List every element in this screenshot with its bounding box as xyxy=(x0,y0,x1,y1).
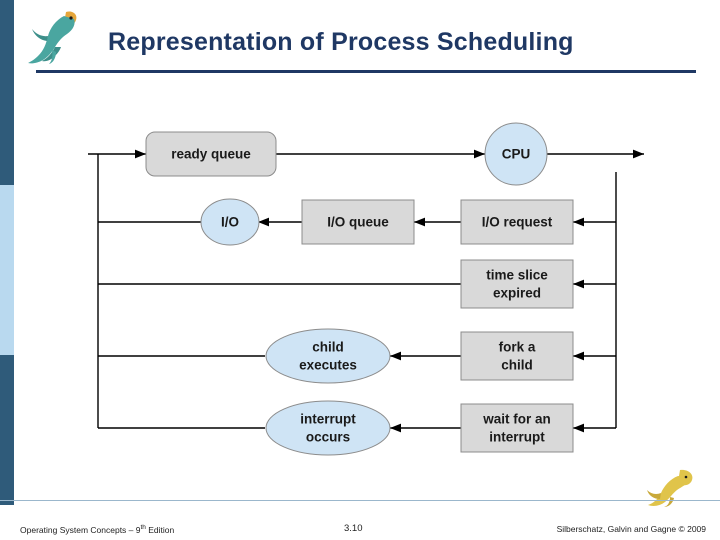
diagram-canvas: ready queue CPU I/O I/O queue I/O reques… xyxy=(88,122,644,456)
node-ready-queue-label: ready queue xyxy=(171,147,251,162)
left-accent-bar-bottom xyxy=(0,355,14,505)
node-child-executes-label-line2: executes xyxy=(299,358,357,373)
footer-book-title: Operating System Concepts – 9 xyxy=(20,524,141,535)
node-io-request: I/O request xyxy=(460,199,574,245)
node-fork-a-child-label-line2: child xyxy=(501,358,533,373)
node-wait-interrupt-label-line1: wait for an xyxy=(482,412,551,427)
node-interrupt-occurs-label-line2: occurs xyxy=(306,430,350,445)
node-wait-for-an-interrupt: wait for an interrupt xyxy=(460,403,574,453)
node-io-queue-label: I/O queue xyxy=(327,215,389,230)
node-time-slice-label-line1: time slice xyxy=(486,268,548,283)
node-io: I/O xyxy=(200,198,260,246)
node-ready-queue: ready queue xyxy=(145,131,277,177)
dinosaur-logo-icon xyxy=(22,6,94,68)
left-accent-bar-top xyxy=(0,0,14,185)
node-time-slice-expired: time slice expired xyxy=(460,259,574,309)
node-io-request-label: I/O request xyxy=(482,215,553,230)
node-fork-a-child-label-line1: fork a xyxy=(499,340,536,355)
process-scheduling-diagram: ready queue CPU I/O I/O queue I/O reques… xyxy=(80,108,652,468)
footer-edition-word: Edition xyxy=(145,524,175,535)
node-interrupt-occurs: interrupt occurs xyxy=(265,400,391,456)
node-cpu-label: CPU xyxy=(502,147,531,162)
node-cpu: CPU xyxy=(484,122,548,186)
footer-edition-superscript: th xyxy=(140,524,146,531)
footer-left-text: Operating System Concepts – 9th Edition xyxy=(20,524,174,535)
node-wait-interrupt-label-line2: interrupt xyxy=(489,430,545,445)
node-io-label: I/O xyxy=(221,215,239,230)
page-title: Representation of Process Scheduling xyxy=(108,28,574,56)
left-accent-bar-middle xyxy=(0,185,14,355)
slide-number: 3.10 xyxy=(344,523,363,534)
title-divider xyxy=(36,70,696,73)
node-fork-a-child: fork a child xyxy=(460,331,574,381)
node-child-executes-label-line1: child xyxy=(312,340,344,355)
footer-copyright: Silberschatz, Galvin and Gagne © 2009 xyxy=(556,524,706,534)
node-child-executes: child executes xyxy=(265,328,391,384)
node-interrupt-occurs-label-line1: interrupt xyxy=(300,412,356,427)
node-time-slice-label-line2: expired xyxy=(493,286,541,301)
node-io-queue: I/O queue xyxy=(301,199,415,245)
dinosaur-footer-icon xyxy=(640,466,702,508)
footer-divider xyxy=(0,500,720,501)
